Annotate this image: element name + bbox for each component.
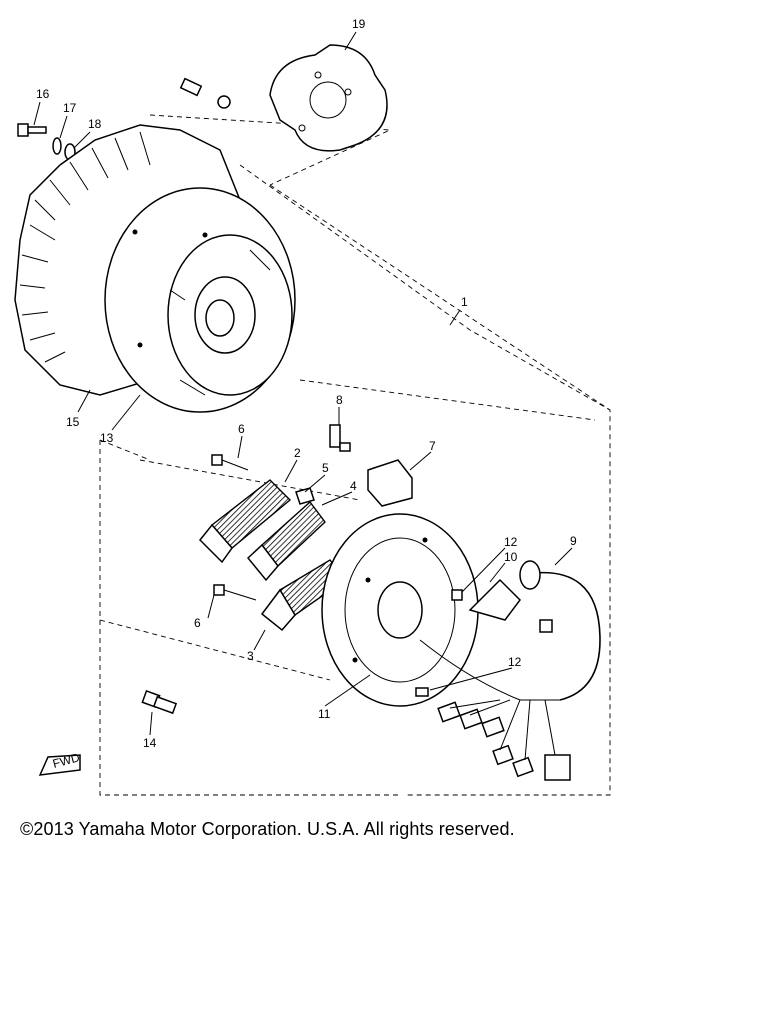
part-12-screw-lower bbox=[539, 619, 553, 633]
callout-6-lower: 6 bbox=[194, 616, 201, 630]
callout-5: 5 bbox=[322, 461, 329, 475]
callout-2: 2 bbox=[294, 446, 301, 460]
callout-13: 13 bbox=[100, 431, 114, 445]
callout-6-upper: 6 bbox=[238, 422, 245, 436]
part-2-coil bbox=[198, 479, 292, 564]
small-nuts bbox=[179, 77, 231, 109]
part-17-washer bbox=[52, 137, 62, 155]
part-11-stator-plate bbox=[321, 513, 479, 707]
callout-labels: 19 16 17 18 1 15 13 8 6 7 2 5 4 12 10 9 … bbox=[36, 17, 577, 750]
part-12-screw-bottom bbox=[415, 687, 429, 697]
callout-17: 17 bbox=[63, 101, 77, 115]
copyright-notice: ©2013 Yamaha Motor Corporation. U.S.A. A… bbox=[20, 819, 515, 839]
callout-19: 19 bbox=[352, 17, 366, 31]
callout-4: 4 bbox=[350, 479, 357, 493]
leader-lines bbox=[33, 31, 573, 736]
callout-16: 16 bbox=[36, 87, 50, 101]
exploded-parts-diagram: FWD 19 16 17 18 1 15 13 8 6 7 2 bbox=[14, 17, 611, 796]
part-9-wire-harness bbox=[419, 560, 601, 781]
assembly-guide-lines bbox=[99, 114, 611, 796]
part-13-flywheel bbox=[104, 187, 296, 413]
callout-9: 9 bbox=[570, 534, 577, 548]
callout-8: 8 bbox=[336, 393, 343, 407]
callout-7: 7 bbox=[429, 439, 436, 453]
callout-3: 3 bbox=[247, 649, 254, 663]
part-19-plate bbox=[269, 44, 388, 152]
callout-10: 10 bbox=[504, 550, 518, 564]
part-7-contact-block bbox=[367, 459, 413, 507]
fwd-label: FWD bbox=[51, 750, 81, 771]
part-8-screw bbox=[329, 424, 351, 452]
part-6-screw-upper bbox=[211, 454, 249, 471]
callout-14: 14 bbox=[143, 736, 157, 750]
fwd-arrow-icon: FWD bbox=[38, 750, 81, 776]
callout-1: 1 bbox=[461, 295, 468, 309]
part-10-contact-breaker bbox=[468, 578, 521, 621]
part-14-bolt bbox=[141, 690, 178, 715]
part-4-coil bbox=[246, 500, 326, 582]
part-6-screw-lower bbox=[213, 584, 257, 601]
callout-15: 15 bbox=[66, 415, 80, 429]
part-12-screw-upper bbox=[451, 589, 463, 601]
callout-11: 11 bbox=[318, 707, 331, 721]
callout-12-lower: 12 bbox=[508, 655, 522, 669]
part-5-small-plate bbox=[295, 487, 315, 505]
callout-12-upper: 12 bbox=[504, 535, 518, 549]
callout-18: 18 bbox=[88, 117, 102, 131]
part-16-bolt bbox=[17, 123, 47, 137]
